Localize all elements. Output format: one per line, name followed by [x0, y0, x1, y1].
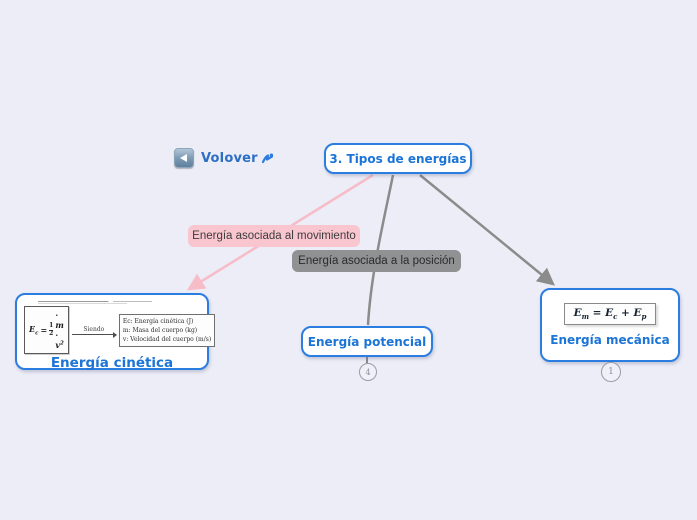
siendo-arrow: Siendo	[71, 325, 117, 338]
node-energia-mecanica[interactable]: Em = Ec + Ep Energía mecánica	[540, 288, 680, 362]
kinetic-legend-box: Ec: Energía cinética (J) m: Masa del cue…	[118, 313, 216, 347]
back-button[interactable]: Volover	[174, 148, 258, 168]
root-node-label: 3. Tipos de energías	[329, 151, 467, 166]
edge-label-movimiento[interactable]: Energía asociada al movimiento	[188, 225, 360, 247]
edge-to-mecanica	[419, 174, 555, 286]
node-label: Energía mecánica	[550, 333, 670, 348]
node-energia-potencial[interactable]: Energía potencial	[301, 326, 433, 357]
back-arrow-icon	[174, 148, 194, 168]
node-label: Energía potencial	[307, 334, 427, 349]
collapsed-count-badge[interactable]: 4	[359, 363, 377, 381]
edge-label-posicion[interactable]: Energía asociada a la posición	[292, 250, 461, 272]
edge-to-potencial	[366, 174, 395, 326]
collapsed-count-badge[interactable]: 1	[601, 362, 621, 382]
siendo-label: Siendo	[83, 326, 105, 333]
legend-line: Ec: Energía cinética (J)	[122, 317, 194, 325]
back-button-label: Volover	[201, 150, 258, 166]
node-label: Energía cinética	[50, 355, 174, 371]
illegible-caption	[38, 301, 152, 304]
legend-line: v: Velocidad del cuerpo (m/s)	[122, 335, 212, 343]
mechanical-formula-box: Em = Ec + Ep	[563, 302, 657, 325]
legend-line: m: Masa del cuerpo (kg)	[122, 326, 198, 334]
node-tipos-de-energias[interactable]: 3. Tipos de energías	[324, 143, 472, 174]
connector-icon[interactable]	[260, 150, 276, 166]
